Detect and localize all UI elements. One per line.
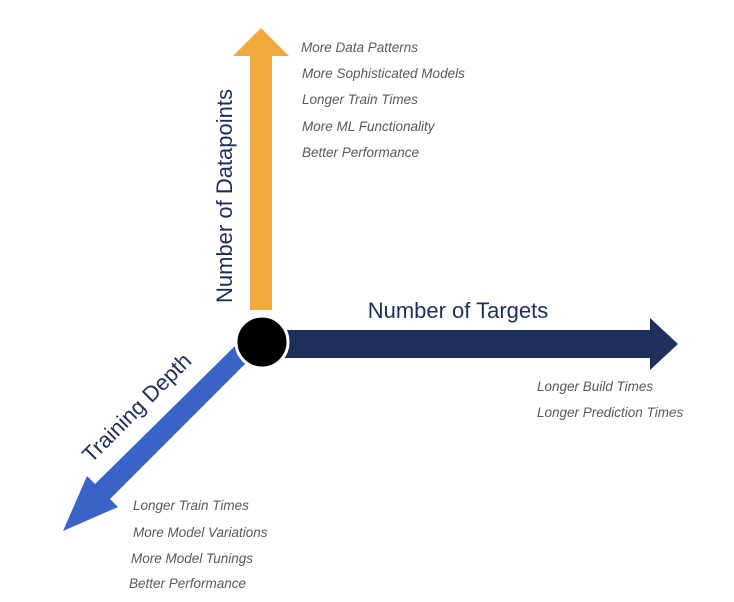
note-item: More Model Variations <box>133 525 268 540</box>
note-item: Longer Train Times <box>302 92 418 107</box>
note-item: More Model Tunings <box>131 551 253 566</box>
note-item: More Data Patterns <box>301 40 418 55</box>
depth-notes: Longer Train Times More Model Variations… <box>129 498 268 591</box>
note-item: Longer Build Times <box>537 379 653 394</box>
depth-arrow <box>63 343 252 531</box>
note-item: Better Performance <box>129 576 246 591</box>
targets-arrow <box>266 318 678 370</box>
note-item: Longer Prediction Times <box>537 405 683 420</box>
note-item: Longer Train Times <box>133 498 249 513</box>
note-item: Better Performance <box>302 145 419 160</box>
origin-circle <box>234 314 290 370</box>
targets-axis-label: Number of Targets <box>368 298 549 323</box>
datapoints-arrow <box>233 28 289 310</box>
datapoints-axis-label: Number of Datapoints <box>212 89 237 303</box>
note-item: More Sophisticated Models <box>302 66 465 81</box>
datapoints-notes: More Data Patterns More Sophisticated Mo… <box>301 40 465 160</box>
note-item: More ML Functionality <box>302 119 436 134</box>
targets-notes: Longer Build Times Longer Prediction Tim… <box>537 379 683 420</box>
